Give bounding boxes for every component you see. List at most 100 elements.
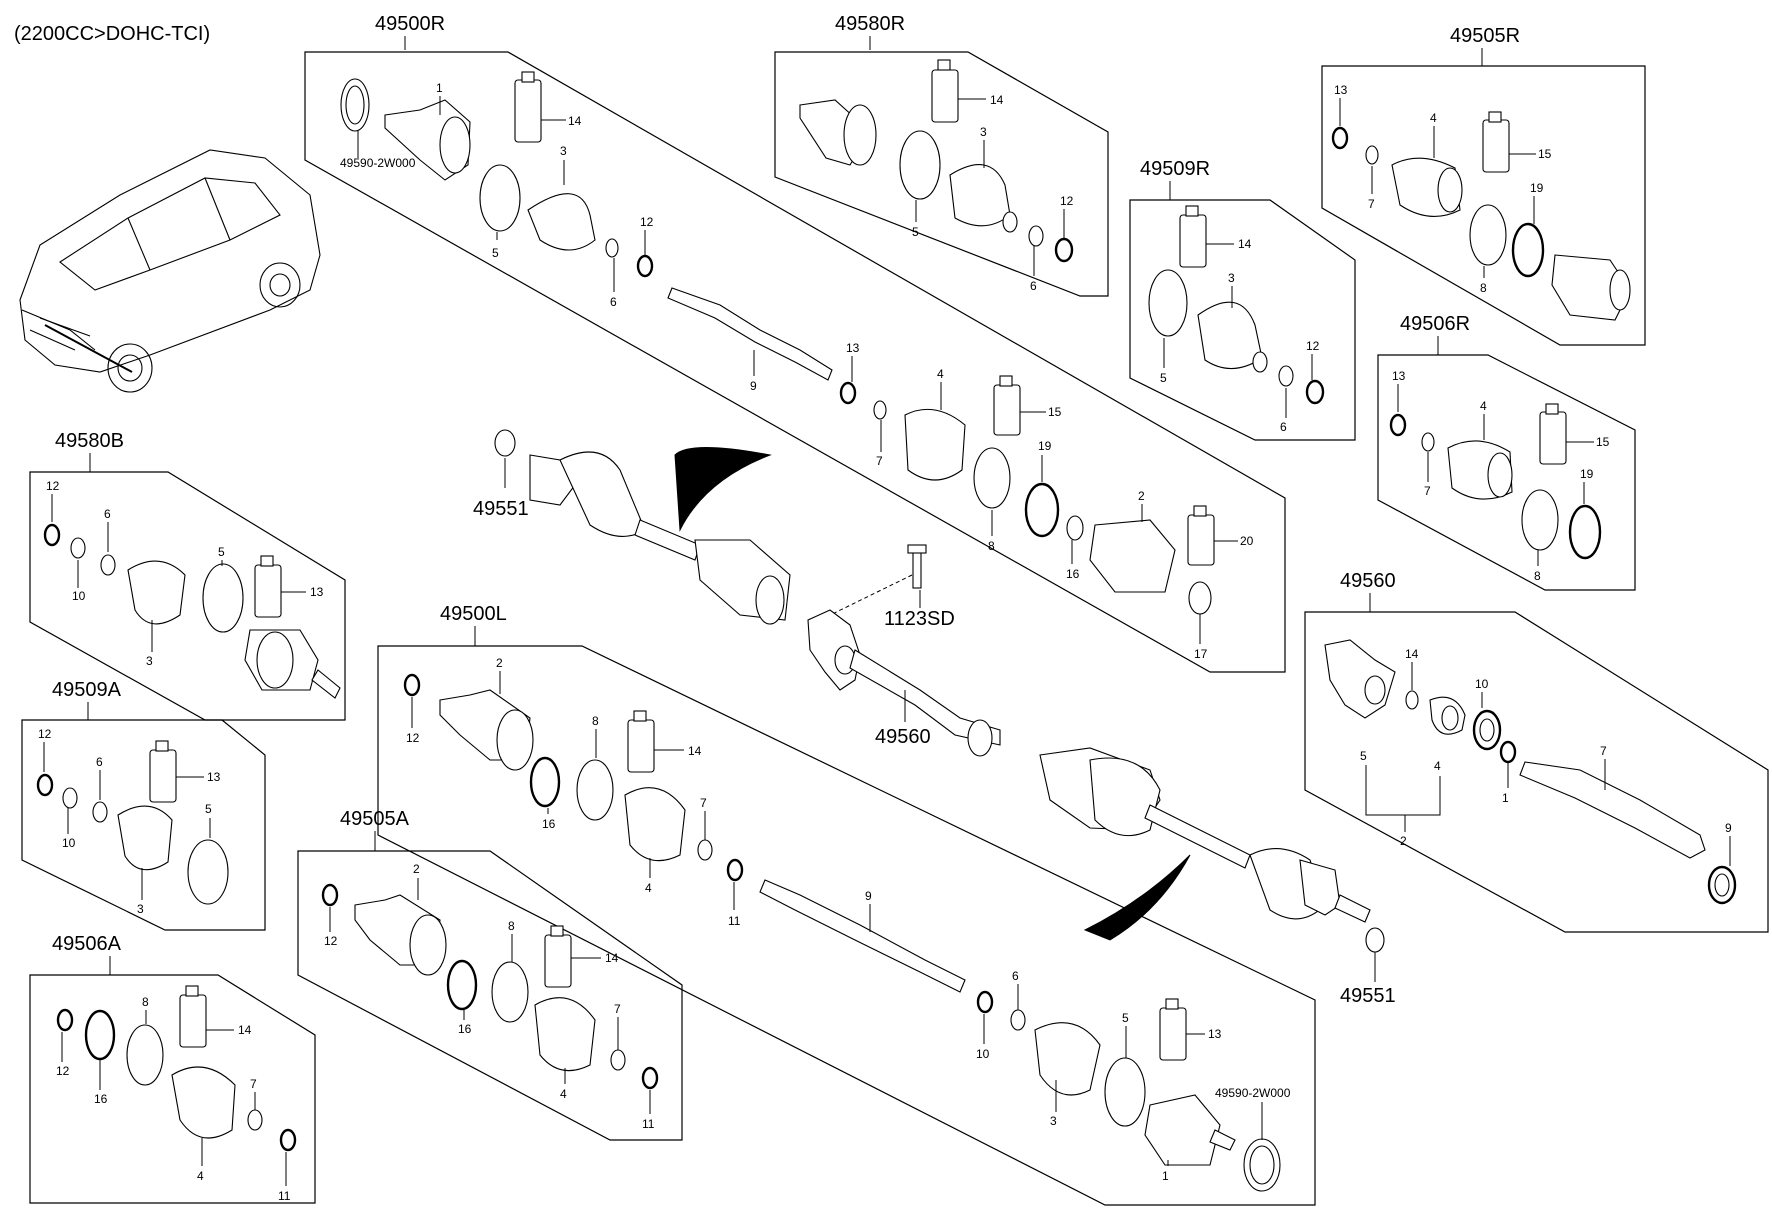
- callout-9: 9: [865, 889, 872, 903]
- assembly-label: 49500L: [440, 603, 507, 625]
- callout-13: 13: [310, 585, 324, 599]
- callout-8: 8: [988, 539, 995, 553]
- callout-7: 7: [614, 1002, 621, 1016]
- callout-5: 5: [1160, 371, 1167, 385]
- callout-10: 10: [1475, 677, 1489, 691]
- bearing-bracket: [807, 609, 1001, 757]
- callout-4: 4: [197, 1169, 204, 1183]
- callout-15: 15: [1596, 435, 1610, 449]
- callout-14: 14: [688, 744, 702, 758]
- assembly-label: 49560: [1340, 570, 1396, 592]
- assembly-49505A: 49505A 12 2 8 14 16 7 4 11: [297, 808, 683, 1141]
- callout-14: 14: [990, 93, 1004, 107]
- outer-boot: [559, 451, 646, 537]
- callout-4: 4: [1480, 399, 1487, 413]
- callout-3: 3: [137, 902, 144, 916]
- callout-7: 7: [1600, 744, 1607, 758]
- callout-12: 12: [640, 215, 654, 229]
- callout-14: 14: [238, 1023, 252, 1037]
- callout-2: 2: [1400, 834, 1407, 848]
- callout-9: 9: [750, 379, 757, 393]
- callout-11: 11: [728, 914, 741, 928]
- callout-6: 6: [104, 507, 111, 521]
- boot-band: [479, 164, 521, 232]
- assembly-label: 49580R: [835, 13, 905, 35]
- vehicle-illustration: [19, 149, 321, 393]
- callout-5: 5: [205, 802, 212, 816]
- callout-19: 19: [1530, 181, 1544, 195]
- callout-13: 13: [1392, 369, 1406, 383]
- assembly-49506A: 49506A 8 14 12 16 7 4 11: [29, 933, 316, 1204]
- callout-16: 16: [458, 1022, 472, 1036]
- callout-1: 1: [436, 81, 443, 95]
- assembly-49509A: 49509A 12 6 13 5 10 3: [21, 679, 266, 931]
- callout-3: 3: [1228, 271, 1235, 285]
- assembly-49509R: 49509R 14 3 5 12 6: [1129, 158, 1356, 441]
- callout-12: 12: [56, 1064, 70, 1078]
- callout-3: 3: [980, 125, 987, 139]
- callout-6: 6: [610, 295, 617, 309]
- callout-2: 2: [1138, 489, 1145, 503]
- callout-6: 6: [1030, 279, 1037, 293]
- callout-11: 11: [642, 1117, 655, 1131]
- assembly-label: 49509R: [1140, 158, 1210, 180]
- callout-3: 3: [1050, 1114, 1057, 1128]
- bolt-1123SD-label: 1123SD: [884, 608, 955, 630]
- callout-6: 6: [96, 755, 103, 769]
- assembly-49560: 49560 14 10 5 4 2 1 7 9: [1304, 570, 1769, 933]
- assembly-label: 49580B: [55, 430, 124, 452]
- callout-4: 4: [937, 367, 944, 381]
- assembly-49506R: 49506R 13 4 15 7 19 8: [1377, 313, 1636, 591]
- callout-5: 5: [218, 545, 225, 559]
- callout-16: 16: [1066, 567, 1080, 581]
- callout-5: 5: [1122, 1011, 1129, 1025]
- callout-16: 16: [542, 817, 556, 831]
- callout-6: 6: [1012, 969, 1019, 983]
- callout-7: 7: [250, 1077, 257, 1091]
- callout-19: 19: [1038, 439, 1052, 453]
- callout-12: 12: [1060, 194, 1074, 208]
- callout-15: 15: [1048, 405, 1062, 419]
- callout-14: 14: [568, 114, 582, 128]
- assembly-label: 49509A: [52, 679, 122, 701]
- callout-4: 4: [560, 1087, 567, 1101]
- callout-13: 13: [1208, 1027, 1222, 1041]
- callout-13: 13: [207, 770, 221, 784]
- callout-17: 17: [1194, 647, 1208, 661]
- tone-ring-part-no: 49590-2W000: [1215, 1086, 1291, 1100]
- assembly-49580R: 49580R 14 3 5 12 6: [774, 13, 1109, 297]
- callout-19: 19: [1580, 467, 1594, 481]
- callout-8: 8: [508, 919, 515, 933]
- callout-12: 12: [46, 479, 60, 493]
- center-driveshaft-upper: 49551 1123SD 49560: [473, 429, 1001, 757]
- grease-tube: [514, 79, 542, 143]
- callout-4: 4: [645, 881, 652, 895]
- callout-14: 14: [605, 951, 619, 965]
- callout-4: 4: [1430, 111, 1437, 125]
- callout-3: 3: [146, 654, 153, 668]
- callout-16: 16: [94, 1092, 108, 1106]
- callout-8: 8: [1480, 281, 1487, 295]
- inner-boot: [904, 408, 966, 481]
- callout-5: 5: [1360, 749, 1367, 763]
- callout-12: 12: [1306, 339, 1320, 353]
- tone-ring-part-no: 49590-2W000: [340, 156, 416, 170]
- assembly-label: 49506A: [52, 933, 122, 955]
- bracket-49560-label: 49560: [875, 726, 931, 748]
- callout-12: 12: [406, 731, 420, 745]
- assembly-label: 49500R: [375, 13, 445, 35]
- callout-7: 7: [876, 454, 883, 468]
- callout-7: 7: [1424, 484, 1431, 498]
- inner-joint: [1089, 519, 1176, 593]
- assembly-49500L: 49500L 12 2 8 14: [377, 603, 1316, 1206]
- callout-14: 14: [1405, 647, 1419, 661]
- callout-5: 5: [492, 246, 499, 260]
- callout-5: 5: [912, 225, 919, 239]
- callout-2: 2: [413, 862, 420, 876]
- assembly-49580B: 49580B 12 6 10 5 13 3: [29, 430, 346, 721]
- assembly-label: 49506R: [1400, 313, 1470, 335]
- assembly-49500R: 49500R 49590-2W000: [304, 13, 1286, 673]
- callout-12: 12: [38, 727, 52, 741]
- cv-boot: [527, 193, 596, 251]
- callout-13: 13: [846, 341, 860, 355]
